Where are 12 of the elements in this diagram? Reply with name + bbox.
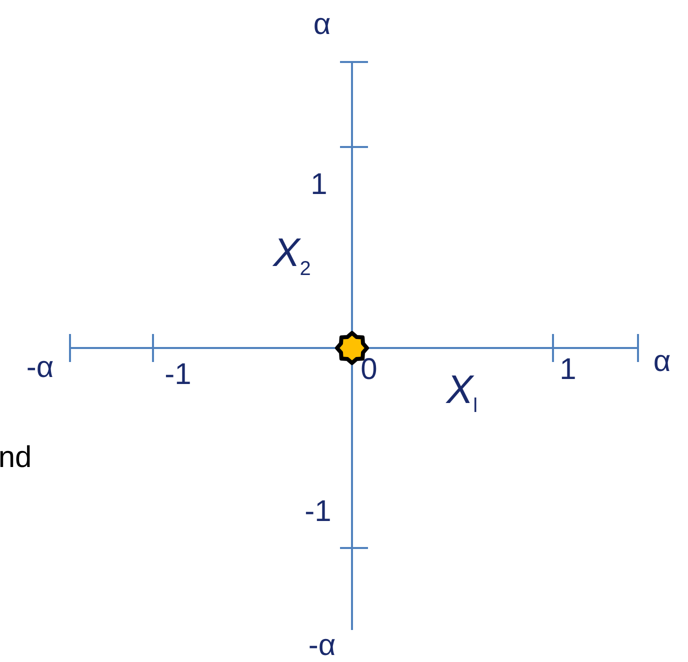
tick-label: 1 bbox=[560, 355, 576, 385]
axis-label: X$_{2}$ bbox=[273, 233, 311, 279]
axis-label: -α bbox=[308, 631, 336, 661]
tick-label: -1 bbox=[164, 360, 192, 390]
tick-label: 0 bbox=[360, 355, 378, 385]
axis-label: X$_{l}$ bbox=[446, 370, 478, 416]
tick-label: 1 bbox=[310, 170, 328, 200]
tick-label: -1 bbox=[304, 497, 332, 527]
text-fragment: nd bbox=[0, 443, 32, 473]
axis-label: α bbox=[653, 347, 671, 377]
axis-label: α bbox=[313, 10, 331, 40]
axis-label: -α bbox=[26, 353, 54, 383]
